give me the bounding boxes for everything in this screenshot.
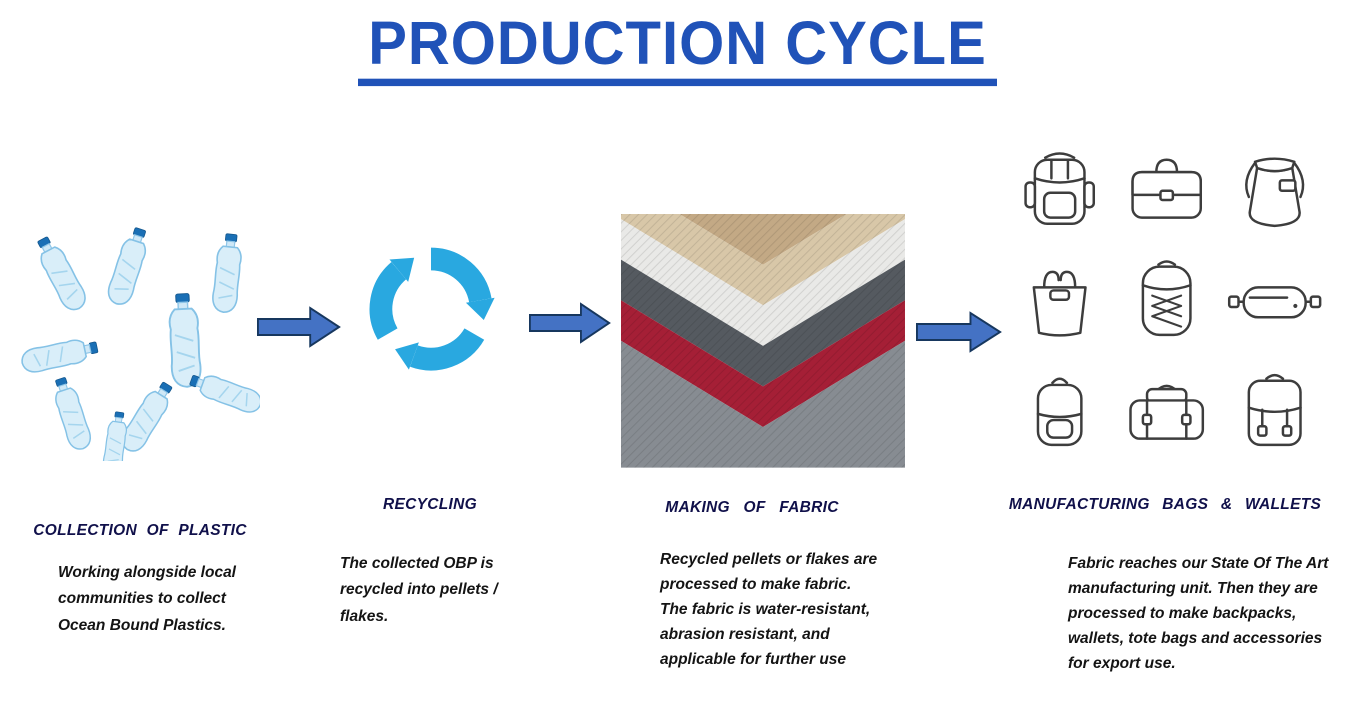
tactical-backpack-icon — [1008, 136, 1111, 241]
stage-description-fabric: Recycled pellets or flakes are processed… — [660, 551, 878, 669]
plastic-bottles-illustration — [18, 224, 265, 475]
drawstring-bag-icon — [1223, 136, 1326, 241]
waist-pack-icon — [1223, 245, 1326, 350]
laced-backpack-icon — [1115, 245, 1218, 350]
flow-arrow-icon — [257, 306, 341, 348]
rucksack-icon — [1223, 355, 1326, 460]
flow-arrow-icon — [529, 302, 611, 344]
stage-label-manufacturing: MANUFACTURING BAGS & WALLETS — [1008, 496, 1322, 513]
stage-label-fabric: MAKING OF FABRIC — [665, 499, 839, 516]
recycling-symbol-icon — [340, 218, 522, 400]
messenger-bag-icon — [1115, 136, 1218, 241]
stage-label-collection: COLLECTION OF PLASTIC — [33, 522, 247, 539]
small-backpack-icon — [1008, 355, 1111, 460]
flow-arrow-icon — [916, 311, 1002, 353]
stage-description-manufacturing: Fabric reaches our State Of The Art manu… — [1068, 555, 1329, 673]
stage-description-recycling: The collected OBP is recycled into pelle… — [340, 555, 498, 625]
stage-description-collection: Working alongside local communities to c… — [58, 564, 236, 634]
bag-sketches-image — [1008, 136, 1326, 460]
duffel-bag-icon — [1115, 355, 1218, 460]
plastic-bottles-image — [15, 216, 265, 475]
stage-label-recycling: RECYCLING — [383, 496, 477, 513]
page-title: PRODUCTION CYCLE — [358, 11, 997, 86]
title-area: PRODUCTION CYCLE — [0, 11, 1355, 86]
fabric-swatches-image — [621, 122, 905, 468]
tote-bag-icon — [1008, 245, 1111, 350]
